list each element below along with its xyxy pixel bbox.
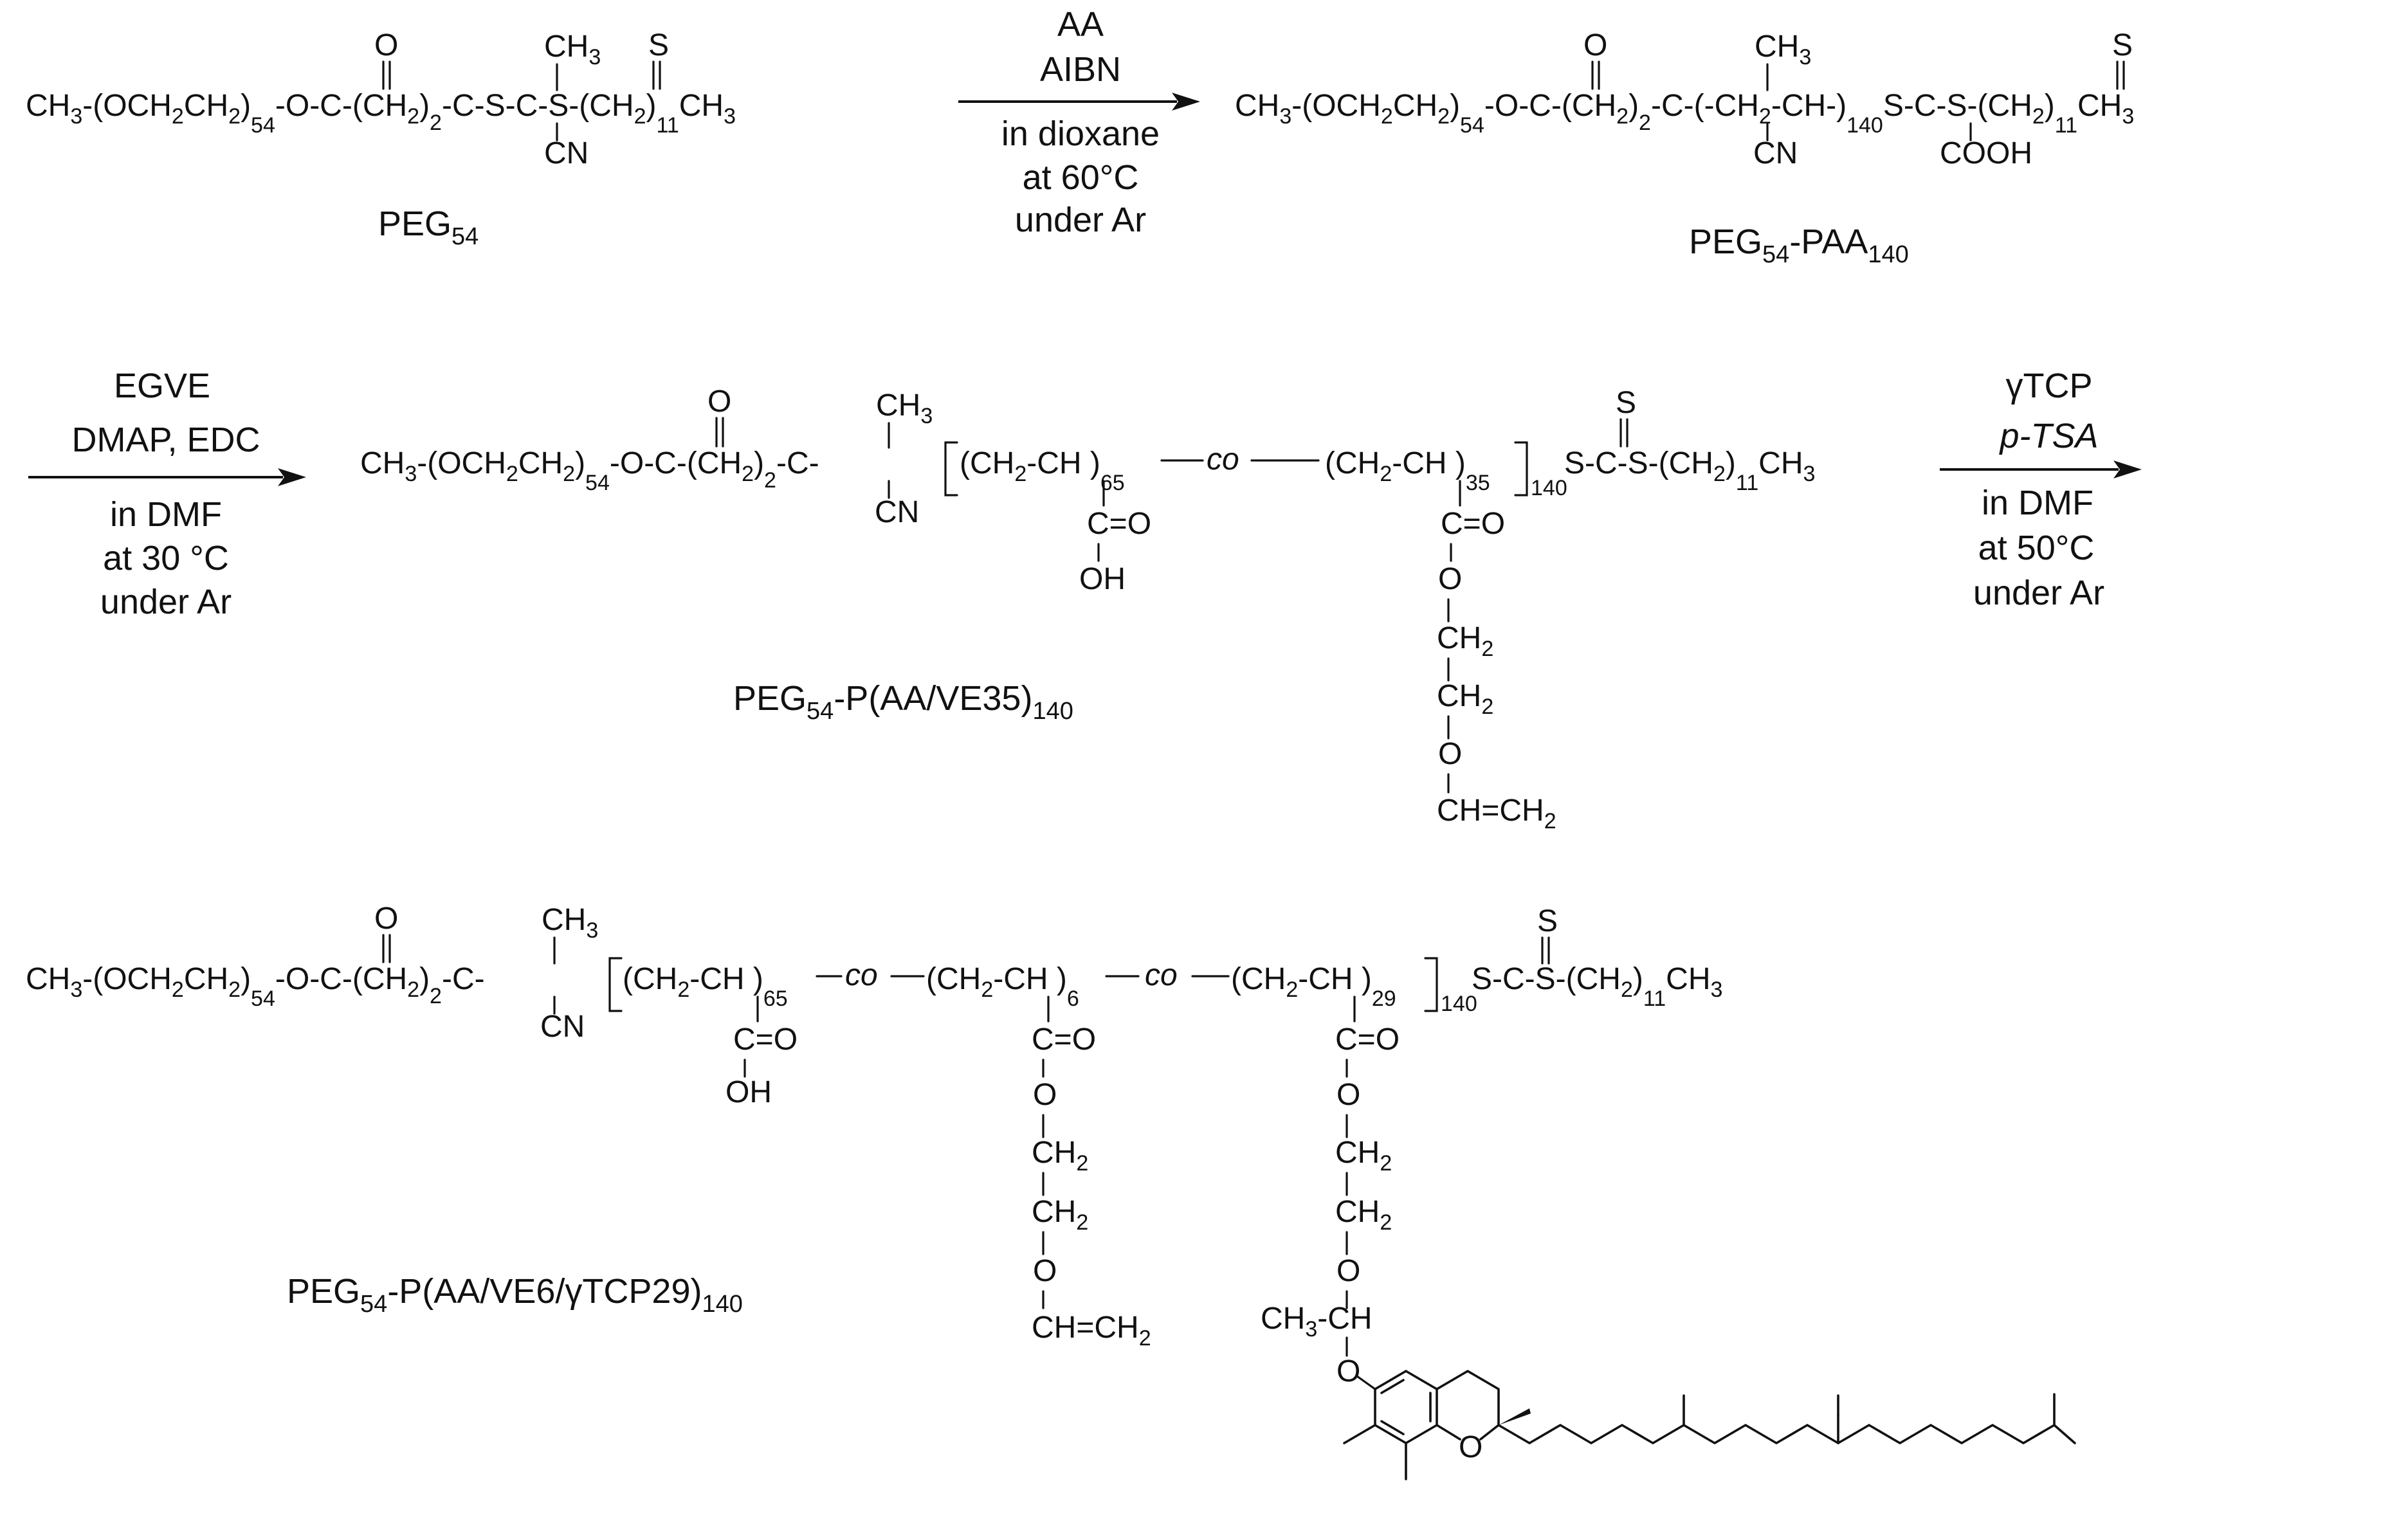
svg-text:CH3-(OCH2CH2)54-O-C-(CH2)2-C-: CH3-(OCH2CH2)54-O-C-(CH2)2-C- <box>26 962 485 1011</box>
svg-text:O: O <box>707 385 731 419</box>
svg-text:(CH2-CH )65: (CH2-CH )65 <box>960 446 1125 495</box>
svg-text:CN: CN <box>1753 136 1798 170</box>
svg-text:O: O <box>1459 1430 1482 1464</box>
svg-text:CH2: CH2 <box>1335 1195 1392 1235</box>
label-peg54-p-aa-ve35: PEG54-P(AA/VE35)140 <box>733 679 1073 725</box>
svg-text:S: S <box>1537 904 1558 938</box>
peg54-paa140-structure: CH3-(OCH2CH2)54-O-C-(CH2)2-C-(-CH2-CH-)1… <box>1235 28 2134 268</box>
step2-solvent: in DMF <box>110 495 222 534</box>
svg-text:C=O: C=O <box>1335 1023 1400 1057</box>
svg-text:CH3-CH: CH3-CH <box>1261 1302 1373 1341</box>
svg-text:(CH2-CH )35: (CH2-CH )35 <box>1325 446 1490 495</box>
step1-atmosphere: under Ar <box>1015 201 1146 239</box>
svg-text:O: O <box>1033 1078 1057 1112</box>
peg54-p-aa-ve6-tcp29-structure: CH3-(OCH2CH2)54-O-C-(CH2)2-C- O CH3 CN (… <box>26 902 1722 1390</box>
svg-text:O: O <box>1336 1354 1360 1388</box>
step1-solvent: in dioxane <box>1001 114 1160 153</box>
svg-text:(CH2-CH )65: (CH2-CH )65 <box>623 962 788 1011</box>
svg-text:C=O: C=O <box>1087 507 1151 541</box>
svg-text:S: S <box>1616 386 1636 420</box>
svg-text:CH3: CH3 <box>876 388 933 428</box>
svg-text:140: 140 <box>1441 992 1477 1016</box>
svg-text:CH=CH2: CH=CH2 <box>1437 794 1556 833</box>
svg-text:S: S <box>648 28 669 62</box>
svg-text:(CH2-CH )6: (CH2-CH )6 <box>926 962 1079 1011</box>
step1-conditions: AA AIBN in dioxane at 60°C under Ar <box>958 5 1200 239</box>
label-peg54-paa140: PEG54-PAA140 <box>1689 223 1909 268</box>
svg-text:O: O <box>1033 1254 1057 1288</box>
svg-text:O: O <box>374 28 398 62</box>
step1-reagent-aibn: AIBN <box>1040 50 1121 89</box>
svg-text:CH3: CH3 <box>542 903 598 943</box>
svg-text:O: O <box>1336 1254 1360 1288</box>
svg-text:C=O: C=O <box>733 1023 798 1057</box>
step3-temperature: at 50°C <box>1978 529 2095 567</box>
step2-conditions: EGVE DMAP, EDC in DMF at 30 °C under Ar <box>28 367 306 621</box>
svg-text:CH3-(OCH2CH2)54-O-C-(CH2)2-C-S: CH3-(OCH2CH2)54-O-C-(CH2)2-C-S-C-S-(CH2)… <box>26 89 736 138</box>
svg-text:CH=CH2: CH=CH2 <box>1032 1311 1151 1351</box>
co-link-2: co <box>845 958 878 992</box>
svg-text:S-C-S-(CH2)11CH3: S-C-S-(CH2)11CH3 <box>1472 962 1722 1011</box>
svg-text:O: O <box>1438 562 1462 596</box>
svg-text:CH3: CH3 <box>1755 30 1811 69</box>
svg-text:CH2: CH2 <box>1032 1136 1088 1176</box>
peg54-p-aa-ve35-structure: CH3-(OCH2CH2)54-O-C-(CH2)2-C- O CH3 CN (… <box>360 385 1815 833</box>
svg-text:COOH: COOH <box>1940 136 2032 170</box>
step2-atmosphere: under Ar <box>100 583 232 621</box>
step3-reagent-tcp: γTCP <box>2006 367 2093 405</box>
svg-text:CH2: CH2 <box>1437 679 1493 719</box>
step2-reagent-dmap-edc: DMAP, EDC <box>71 421 260 459</box>
svg-text:S-C-S-(CH2)11CH3: S-C-S-(CH2)11CH3 <box>1564 446 1815 495</box>
step3-atmosphere: under Ar <box>1973 574 2104 612</box>
svg-text:CH3: CH3 <box>544 30 601 69</box>
step3-reagent-ptsa: p-TSA <box>1998 417 2098 455</box>
svg-text:C=O: C=O <box>1032 1023 1096 1057</box>
svg-text:O: O <box>1438 737 1462 771</box>
svg-text:O: O <box>1583 28 1607 62</box>
svg-text:S: S <box>2112 28 2133 62</box>
step2-temperature: at 30 °C <box>103 539 229 578</box>
svg-text:CH2: CH2 <box>1335 1136 1392 1176</box>
svg-text:CH2: CH2 <box>1032 1195 1088 1235</box>
label-peg54: PEG54 <box>378 205 479 250</box>
step3-conditions: γTCP p-TSA in DMF at 50°C under Ar <box>1940 367 2142 612</box>
svg-text:O: O <box>1336 1078 1360 1112</box>
co-link-1: co <box>1207 442 1239 477</box>
svg-text:140: 140 <box>1531 476 1567 500</box>
tocopherol-skeleton: O <box>1343 1370 2076 1480</box>
svg-text:OH: OH <box>725 1075 772 1109</box>
svg-text:CH3-(OCH2CH2)54-O-C-(CH2)2-C-(: CH3-(OCH2CH2)54-O-C-(CH2)2-C-(-CH2-CH-)1… <box>1235 89 2134 138</box>
svg-text:CN: CN <box>540 1010 585 1044</box>
label-peg54-p-aa-ve6-tcp29: PEG54-P(AA/VE6/γTCP29)140 <box>287 1272 743 1318</box>
svg-text:CH2: CH2 <box>1437 621 1493 661</box>
oh-1: OH <box>1079 562 1126 596</box>
step3-solvent: in DMF <box>1982 484 2093 522</box>
step2-reagent-egve: EGVE <box>114 367 210 405</box>
co-link-3: co <box>1145 958 1178 992</box>
svg-text:C=O: C=O <box>1441 507 1505 541</box>
svg-text:CN: CN <box>544 136 588 170</box>
svg-text:O: O <box>374 902 398 936</box>
svg-text:(CH2-CH )29: (CH2-CH )29 <box>1231 962 1396 1011</box>
svg-text:CH3-(OCH2CH2)54-O-C-(CH2)2-C-: CH3-(OCH2CH2)54-O-C-(CH2)2-C- <box>360 446 819 495</box>
step1-temperature: at 60°C <box>1023 158 1139 197</box>
svg-text:CN: CN <box>875 495 919 529</box>
peg54-structure: CH3-(OCH2CH2)54-O-C-(CH2)2-C-S-C-S-(CH2)… <box>26 28 736 250</box>
step1-reagent-aa: AA <box>1057 5 1104 44</box>
